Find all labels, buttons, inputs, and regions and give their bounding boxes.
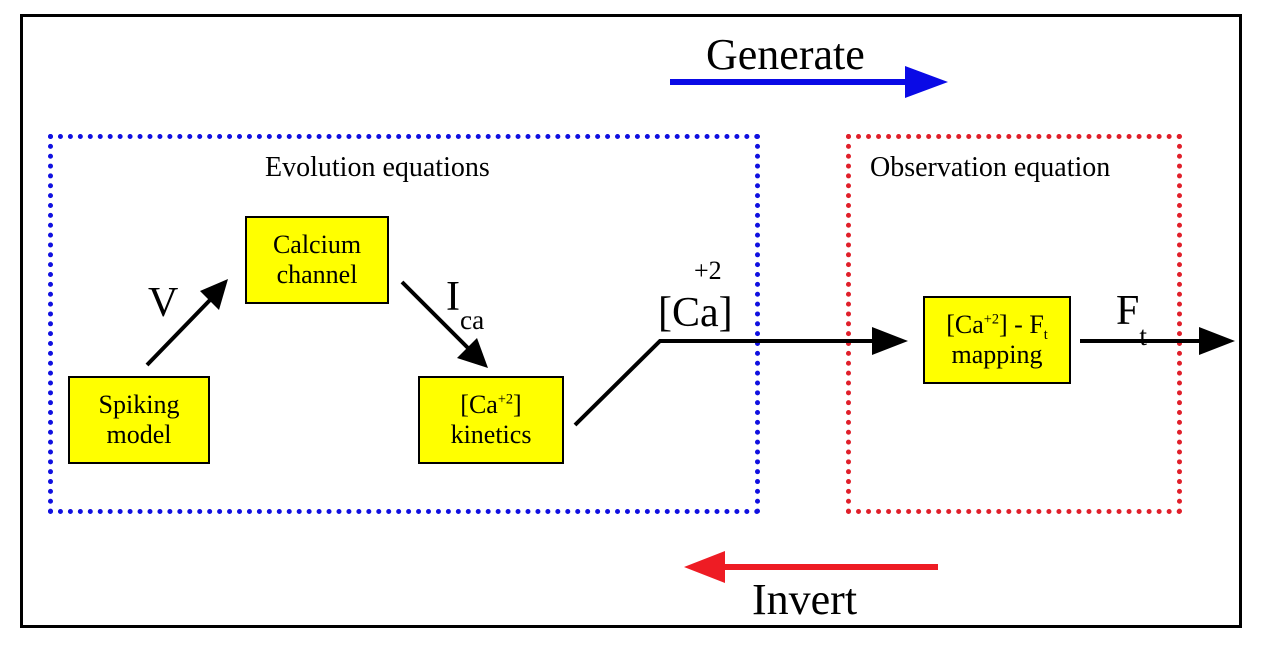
ft-label: Ft (1116, 288, 1147, 350)
ica-arrow-shaft (400, 280, 470, 350)
v-label: V (148, 280, 179, 326)
kinetics-line1: [Ca+2] (460, 390, 521, 420)
mapping-f-text: ] - F (999, 310, 1044, 339)
mapping-ca-superscript: +2 (983, 311, 999, 328)
mapping-ca-text: [Ca (946, 310, 984, 339)
generate-arrowhead (905, 66, 948, 98)
ca-arrowhead (872, 327, 908, 355)
evolution-title: Evolution equations (265, 152, 490, 183)
ft-main-text: F (1116, 288, 1140, 334)
v-arrowhead (200, 279, 228, 310)
ca-connector (573, 339, 875, 427)
ica-main-text: I (446, 274, 460, 320)
ica-subscript: ca (460, 305, 485, 336)
spiking-line2: model (106, 420, 172, 449)
mapping-t-subscript: t (1043, 327, 1048, 344)
v-arrow-shaft (145, 298, 212, 367)
spiking-line1: Spiking (98, 390, 180, 419)
invert-label: Invert (752, 575, 858, 624)
calcium-line1: Calcium (272, 230, 362, 259)
diagram-frame (20, 14, 1242, 628)
kinetics-line2: kinetics (450, 420, 532, 449)
mapping-line1: [Ca+2] - Ft (946, 310, 1048, 344)
ca-kinetics-box: [Ca+2] kinetics (418, 376, 564, 464)
evolution-region (48, 134, 760, 514)
ft-arrowhead (1199, 327, 1235, 355)
generate-label: Generate (706, 30, 865, 79)
ica-label: Ica (446, 274, 484, 334)
ca-label: [Ca] (658, 290, 733, 336)
mapping-line2: mapping (951, 340, 1043, 369)
calcium-line2: channel (276, 260, 358, 289)
observation-title: Observation equation (870, 152, 1111, 183)
kinetics-ca-text: [Ca (460, 390, 498, 419)
ft-subscript: t (1139, 321, 1147, 352)
spiking-model-box: Spiking model (68, 376, 210, 464)
ca-ft-mapping-box: [Ca+2] - Ft mapping (923, 296, 1071, 384)
calcium-channel-box: Calcium channel (245, 216, 389, 304)
kinetics-ca-superscript: +2 (497, 391, 514, 408)
kinetics-bracket: ] (513, 390, 522, 419)
ica-arrowhead (457, 338, 488, 368)
ca-superscript: +2 (694, 256, 722, 285)
invert-arrowhead (684, 551, 725, 583)
observation-region (846, 134, 1182, 514)
